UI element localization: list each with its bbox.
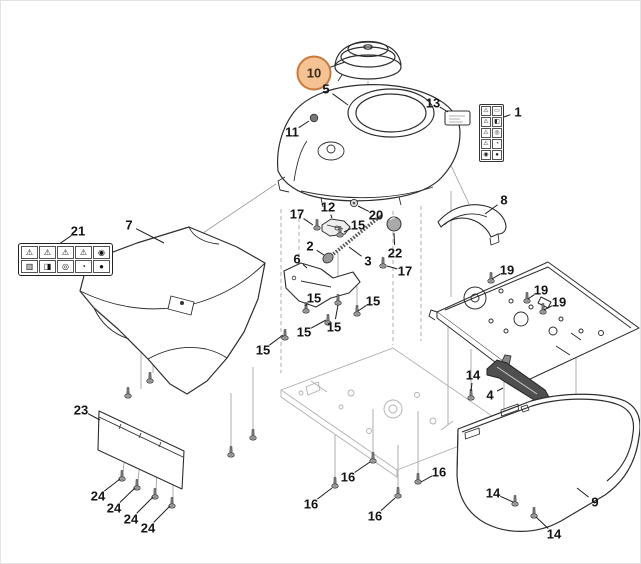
sticker-icon-row: ⚠◎ xyxy=(481,128,502,138)
collection-bin xyxy=(456,393,640,532)
part-callout-14: 14 xyxy=(485,485,501,501)
part-callout-16: 16 xyxy=(431,464,447,480)
part-callout-10: 10 xyxy=(296,55,332,91)
wear-gloves-icon: ◨ xyxy=(39,260,56,273)
screw-icon xyxy=(353,305,361,317)
screw-icon xyxy=(249,429,257,441)
screw-icon xyxy=(331,477,339,489)
rotating-parts-icon: ● xyxy=(492,150,502,160)
part-callout-24: 24 xyxy=(140,520,156,536)
screw-icon xyxy=(394,487,402,499)
part-callout-15: 15 xyxy=(306,290,322,306)
warning-label-sticker: ⚠⚠⚠⚠◉▥◨◎◔● xyxy=(18,243,113,276)
stop-motor-icon: ◉ xyxy=(481,150,491,160)
prohibition-icon: ◉ xyxy=(93,246,110,259)
part-callout-19: 19 xyxy=(533,282,549,298)
part-callout-14: 14 xyxy=(465,367,481,383)
screw-icon xyxy=(146,372,154,384)
part-callout-11: 11 xyxy=(285,124,299,140)
part-callout-12: 12 xyxy=(320,199,336,215)
switch-bracket xyxy=(321,218,351,237)
part-callout-16: 16 xyxy=(367,508,383,524)
flap-panel xyxy=(97,410,185,490)
read-manual-icon: ▭ xyxy=(492,106,502,116)
part-callout-15: 15 xyxy=(365,293,381,309)
read-manual-icon: ▥ xyxy=(21,260,38,273)
part-callout-8: 8 xyxy=(500,192,508,208)
ring-nut xyxy=(349,198,359,208)
part-callout-16: 16 xyxy=(303,496,319,512)
warning-triangle-icon: ⚠ xyxy=(481,117,491,127)
part-callout-24: 24 xyxy=(90,488,106,504)
bystander-distance-icon: ◔ xyxy=(492,139,502,149)
warning-triangle-icon: ⚠ xyxy=(75,246,92,259)
screw-icon xyxy=(414,473,422,485)
part-callout-20: 20 xyxy=(368,207,384,223)
screw-icon xyxy=(369,452,377,464)
sticker-icon-row: ⚠⚠⚠⚠◉ xyxy=(21,246,110,259)
part-callout-4: 4 xyxy=(486,387,494,403)
part-callout-1: 1 xyxy=(514,104,522,120)
adjuster-rod xyxy=(322,214,383,264)
screw-icon xyxy=(227,446,235,458)
part-callout-5: 5 xyxy=(322,81,330,97)
screw-icon xyxy=(313,219,321,231)
part-callout-17: 17 xyxy=(397,263,413,279)
deflector-chute xyxy=(437,204,507,246)
intake-cap xyxy=(334,40,402,82)
sticker-icon-row: ⚠◔ xyxy=(481,139,502,149)
part-callout-15: 15 xyxy=(326,319,342,335)
part-callout-2: 2 xyxy=(306,238,314,254)
part-callout-24: 24 xyxy=(106,500,122,516)
part-callout-9: 9 xyxy=(591,494,599,510)
part-callout-3: 3 xyxy=(364,253,372,269)
sticker-icon-row: ⚠◧ xyxy=(481,117,502,127)
part-callout-13: 13 xyxy=(425,95,441,111)
part-callout-22: 22 xyxy=(387,245,403,261)
part-callout-15: 15 xyxy=(296,324,312,340)
sticker-icon-row: ◉● xyxy=(481,150,502,160)
part-callout-21: 21 xyxy=(70,223,86,239)
warning-triangle-icon: ⚠ xyxy=(21,246,38,259)
ear-protection-icon: ◎ xyxy=(57,260,74,273)
screw-icon xyxy=(379,257,387,269)
warning-triangle-icon: ⚠ xyxy=(481,139,491,149)
motor-base-plate-ghost xyxy=(280,347,509,478)
rubber-plug xyxy=(309,113,319,123)
ear-protection-icon: ◎ xyxy=(492,128,502,138)
part-callout-6: 6 xyxy=(293,251,301,267)
callout-leader-lines xyxy=(48,61,589,529)
part-callout-14: 14 xyxy=(546,526,562,542)
part-callout-19: 19 xyxy=(499,262,515,278)
screw-icon xyxy=(467,389,475,401)
part-callout-19: 19 xyxy=(551,294,567,310)
part-callout-7: 7 xyxy=(125,217,133,233)
part-callout-15: 15 xyxy=(350,217,366,233)
safety-symbols-plate: ⚠▭⚠◧⚠◎⚠◔◉● xyxy=(479,104,504,162)
top-housing xyxy=(276,84,461,208)
part-callout-24: 24 xyxy=(123,511,139,527)
warning-triangle-icon: ⚠ xyxy=(481,128,491,138)
guard-bracket xyxy=(283,262,361,308)
sticker-icon-row: ▥◨◎◔● xyxy=(21,260,110,273)
screw-icon xyxy=(124,387,132,399)
sticker-icon-row: ⚠▭ xyxy=(481,106,502,116)
warning-triangle-icon: ⚠ xyxy=(481,106,491,116)
feed-intake-icon: ◧ xyxy=(492,117,502,127)
rotating-parts-icon: ● xyxy=(93,260,110,273)
chassis-plate xyxy=(428,261,640,388)
warning-triangle-icon: ⚠ xyxy=(57,246,74,259)
part-callout-15: 15 xyxy=(255,342,271,358)
knob-ball xyxy=(386,216,402,232)
model-sticker xyxy=(444,110,471,126)
part-callout-17: 17 xyxy=(289,206,305,222)
bystander-distance-icon: ◔ xyxy=(75,260,92,273)
part-callout-16: 16 xyxy=(340,469,356,485)
warning-triangle-icon: ⚠ xyxy=(39,246,56,259)
part-callout-23: 23 xyxy=(73,402,89,418)
